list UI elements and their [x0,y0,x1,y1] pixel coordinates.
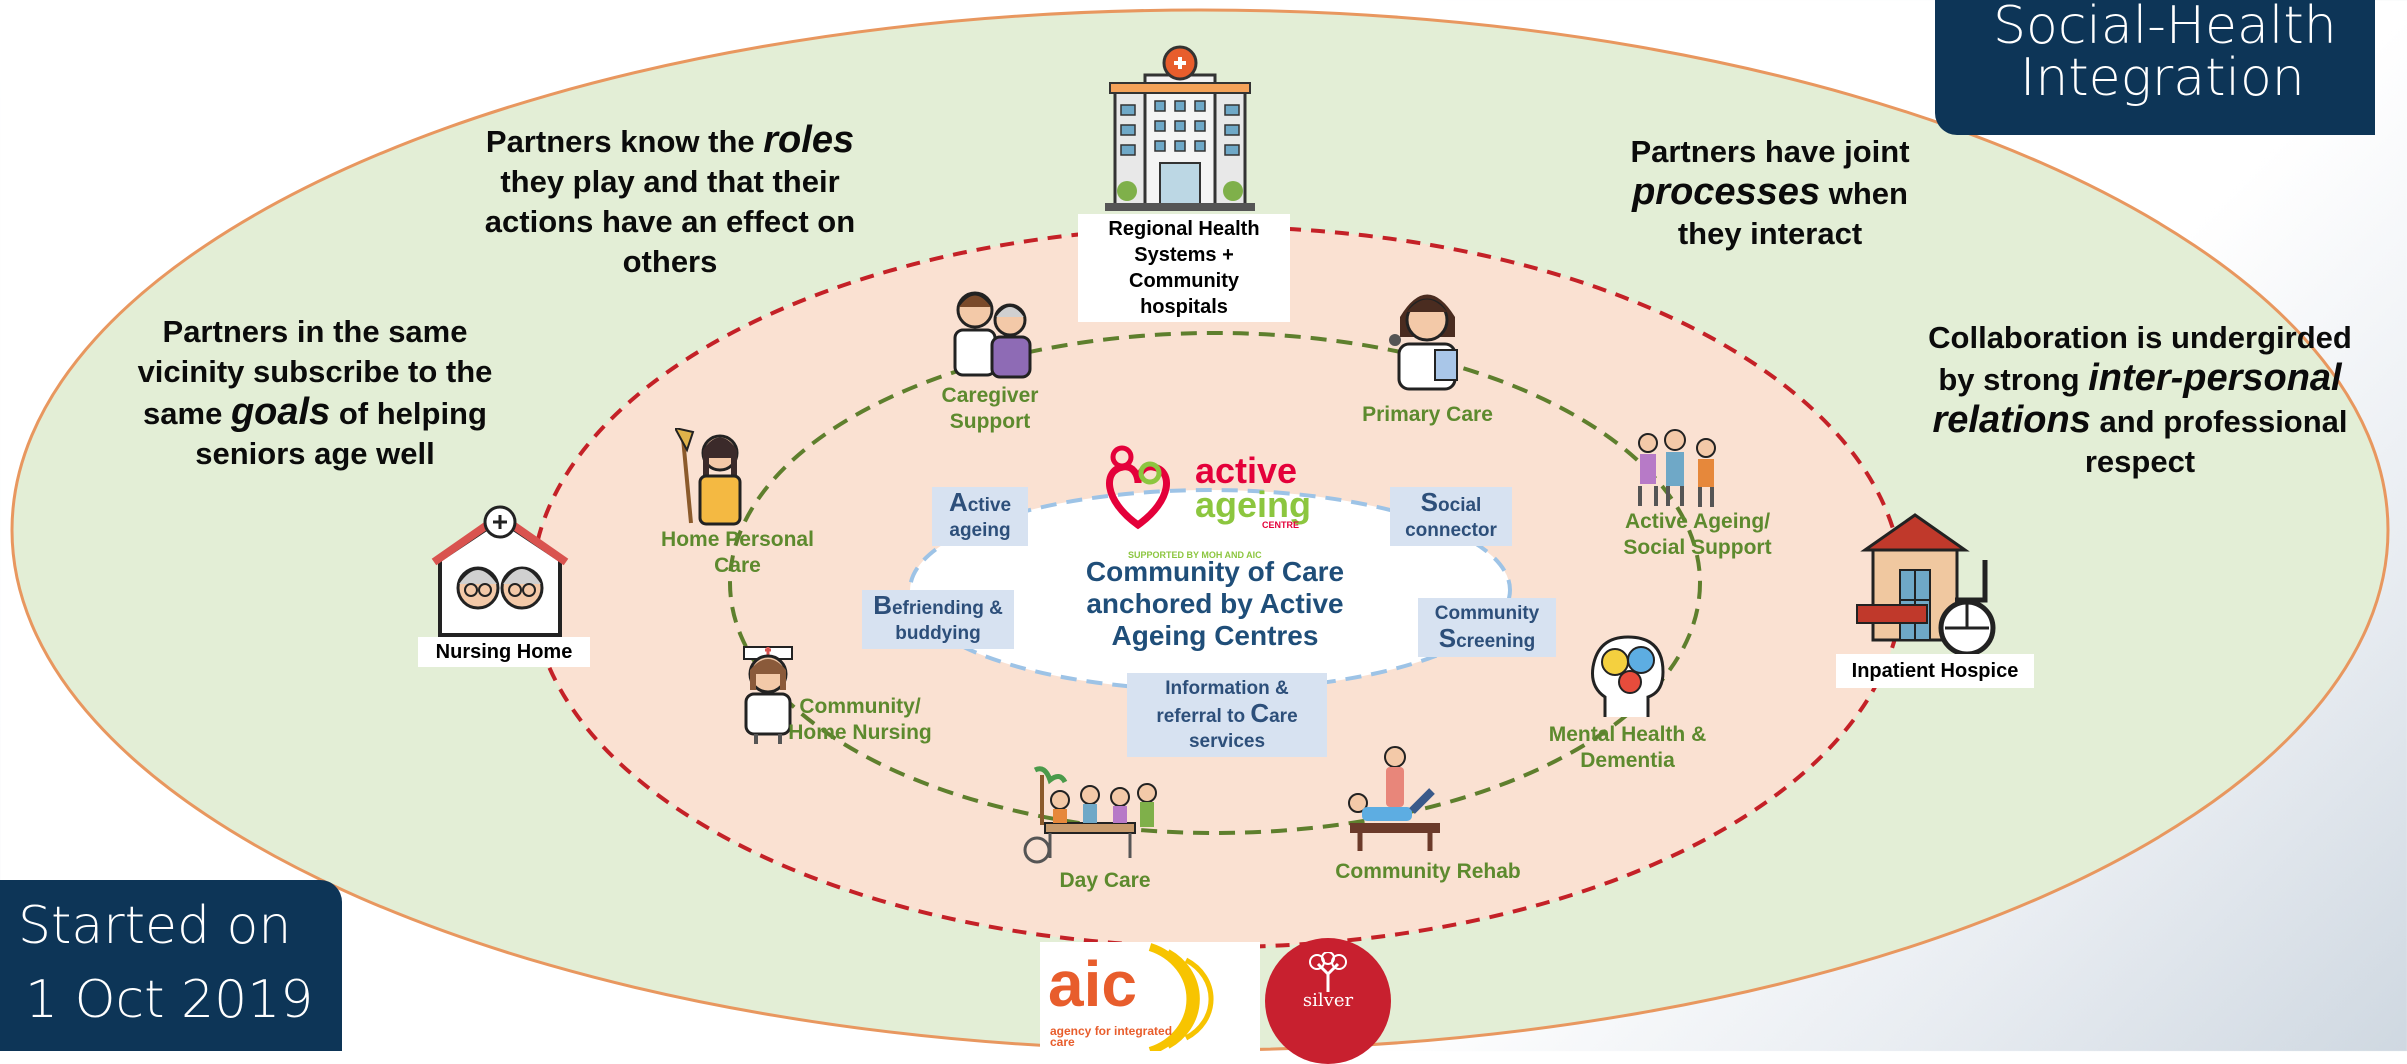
doctor-icon [1389,294,1458,391]
aic-logo-arcs [1148,943,1214,1055]
tag-screening-initial: S [1438,623,1457,653]
statement-processes-keyword: processes [1632,171,1821,213]
tag-info-text2: are services [1188,706,1298,752]
tag-befriending-text: efriending & buddying [891,598,1003,644]
caregiver-icon [953,291,1032,379]
mental-health-label: Mental Health & Dementia [1548,723,1707,772]
statement-goals: Partners in the same vicinity subscribe … [120,312,510,474]
home-personal-care-label: Home Personal Care [661,528,814,577]
day-care-label: Day Care [1059,869,1151,892]
statement-roles-keyword: roles [763,119,855,161]
statement-goals-text2: of helping seniors age well [195,396,487,471]
statement-processes: Partners have joint processes when they … [1600,132,1940,254]
start-date-line1: Started on [18,896,292,956]
statement-goals-text1: Partners in the same vicinity subscribe … [137,314,493,431]
caregiver-label: Caregiver Support [941,384,1039,433]
brain-icon [1591,635,1665,717]
tag-befriending-initial: B [873,590,892,620]
integration-badge: Social-Health Integration [1935,0,2375,135]
silver-generation-logo: silver [1265,938,1391,1064]
tag-social-text: ocial connector [1405,495,1497,541]
silver-tree-icon [1309,952,1347,992]
statement-roles-text1: Partners know the [485,124,755,159]
hospice-icon [1856,513,1996,657]
tag-screening-text2: creening [1456,631,1536,652]
statement-processes-text2: when they interact [1677,176,1908,251]
start-date-line2: 1 Oct 2019 [25,970,314,1030]
primary-care-label: Primary Care [1362,403,1493,426]
statement-collaboration: Collaboration is undergirded by strong i… [1920,318,2360,482]
statement-collab-text2: and professional respect [2084,404,2348,479]
tag-information-referral: Information & referral to Care services [1127,673,1327,757]
tag-active-ageing-initial: A [948,487,968,517]
tag-screening-text1: Community [1434,603,1540,624]
tag-social-initial: S [1420,487,1439,517]
nursing-home-label: Nursing Home [418,637,590,667]
service-ring [728,331,1702,835]
regional-health-label: Regional Health Systems + Community hosp… [1078,214,1290,322]
active-ageing-social-support-label: Active Ageing/ Social Support [1623,510,1772,559]
silver-logo-word: silver [1302,990,1354,1011]
nurse-icon [743,646,793,744]
integration-badge-line2: Integration [2020,48,2305,108]
tag-active-ageing-text: ctive ageing [949,495,1012,541]
tag-community-screening: Community Screening [1418,598,1556,657]
cleaner-icon [675,428,742,526]
aic-logo: aic agency for integrated care [1040,942,1260,1055]
statement-roles: Partners know the roles they play and th… [470,120,870,282]
community-nursing-label: Community/ Home Nursing [788,695,932,744]
rehab-icon [1348,746,1440,851]
day-care-icon [1023,766,1157,864]
center-title: Community of Care anchored by Active Age… [1085,556,1345,651]
active-ageing-logo [1106,445,1170,530]
integration-badge-line1: Social-Health [1993,0,2337,56]
tag-active-ageing: Active ageing [932,487,1028,546]
seniors-group-icon [1638,429,1716,507]
statement-collab-text1: Collaboration is undergirded by strong [1928,320,2352,397]
statement-processes-text1: Partners have joint [1630,134,1910,169]
tag-info-initial: C [1250,698,1270,728]
statement-roles-text2: they play and that their actions have an… [484,164,856,279]
nursing-home-icon [431,505,569,637]
hospice-label: Inpatient Hospice [1836,654,2034,688]
aic-logo-word: aic [1048,948,1137,1020]
logo-word-centre: CENTRE [1262,520,1300,530]
tag-social-connector: Social connector [1390,487,1512,546]
statement-goals-keyword: goals [230,391,331,433]
statement-collab-keyword: inter-personal relations [1932,357,2342,441]
logo-word-active: active [1195,450,1298,491]
tag-info-text1: Information & referral to [1156,678,1289,727]
hospital-icon [1105,45,1255,211]
tag-befriending: Befriending & buddying [862,590,1014,649]
supported-by-text: SUPPORTED BY MOH AND AIC [1128,550,1262,560]
logo-word-ageing: ageing [1195,484,1312,525]
inner-ellipse [908,488,1512,692]
start-date-badge: Started on 1 Oct 2019 [0,880,342,1051]
aic-logo-caption: agency for integrated care [1050,1024,1173,1049]
community-rehab-label: Community Rehab [1335,860,1521,883]
